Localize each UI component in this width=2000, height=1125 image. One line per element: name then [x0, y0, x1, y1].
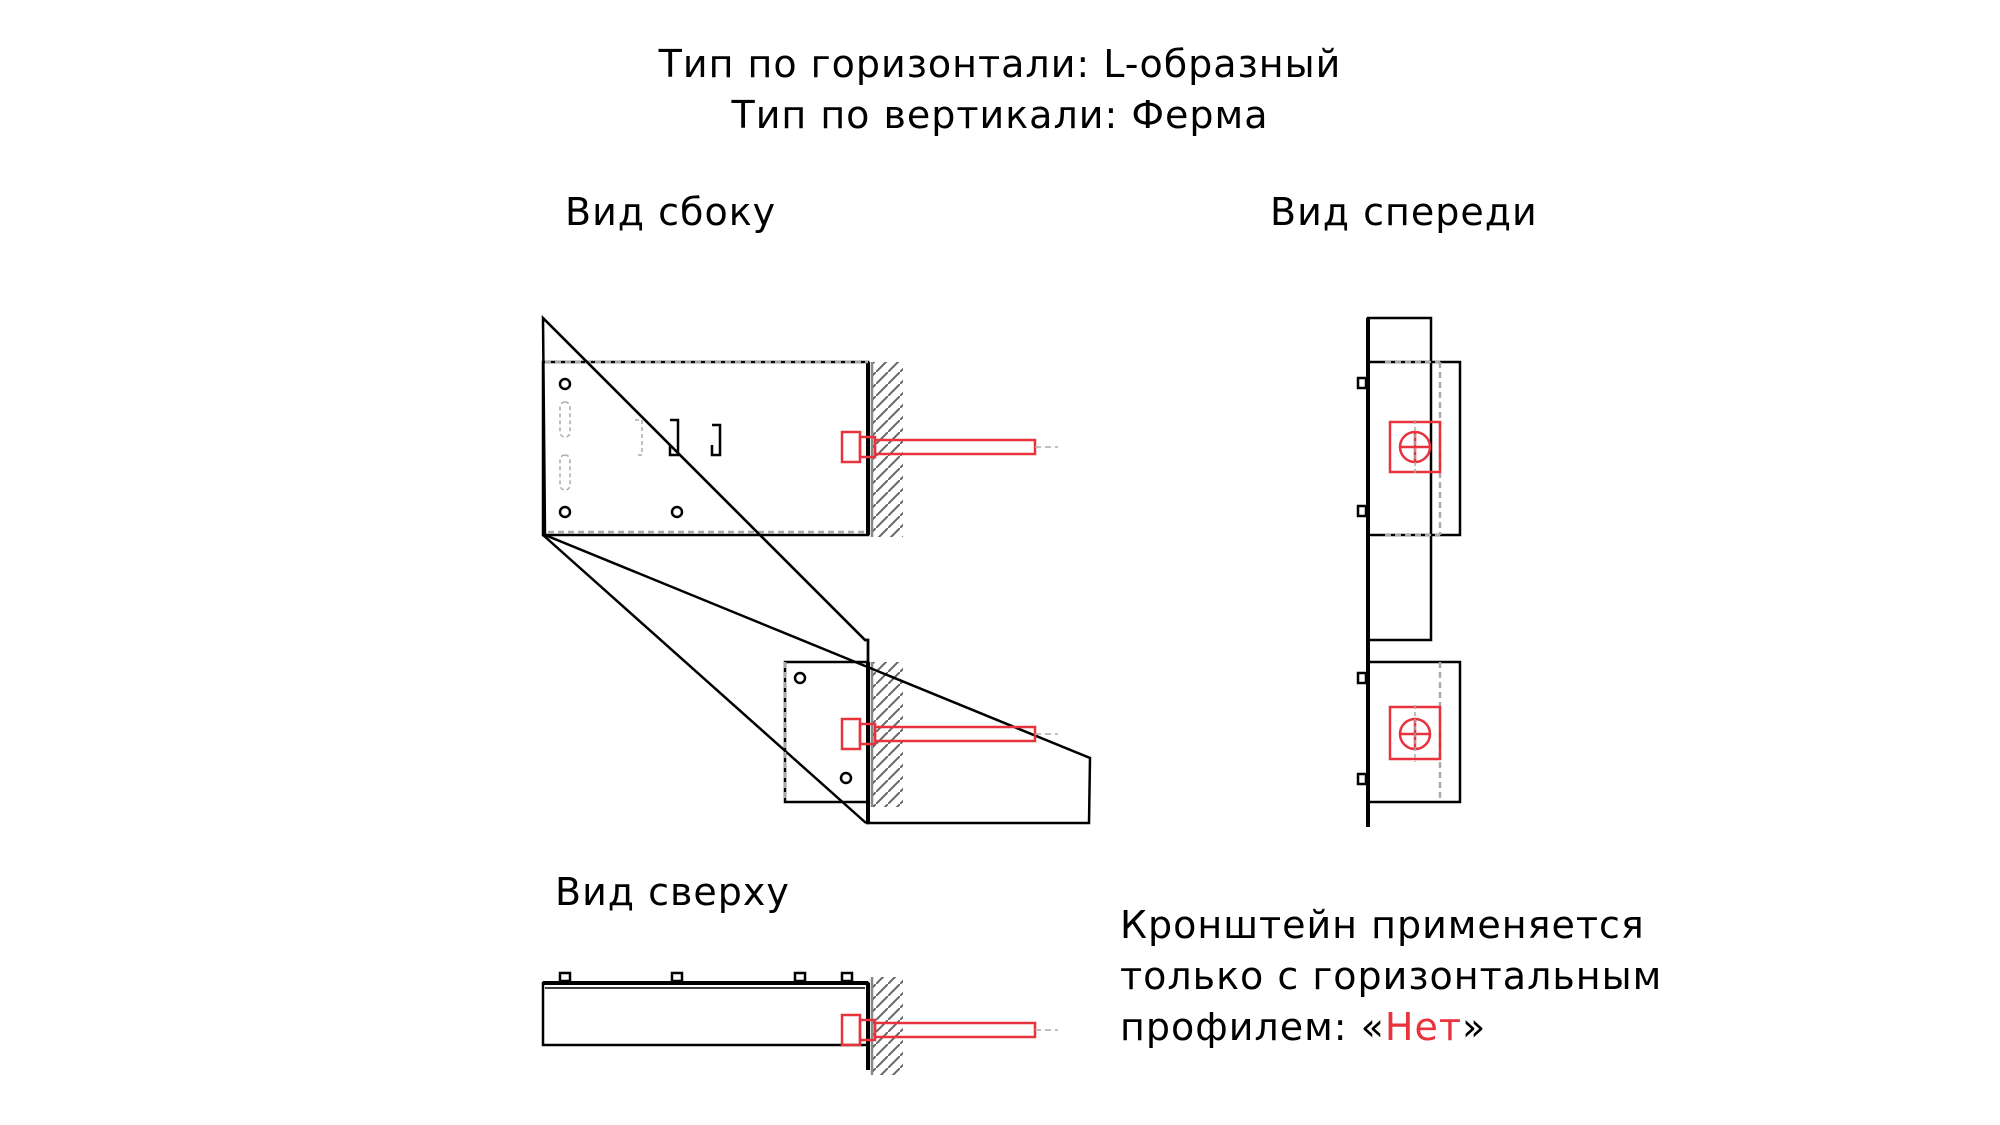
top-view-anchor — [840, 1013, 1058, 1047]
side-view-label: Вид сбоку — [565, 190, 777, 234]
note-prefix: профилем: « — [1120, 1005, 1385, 1049]
top-view-label: Вид сверху — [555, 870, 790, 914]
note-line-3: профилем: «Нет» — [1120, 1002, 1662, 1053]
note-line-1: Кронштейн применяется — [1120, 903, 1645, 947]
note-value-no: Нет — [1384, 1005, 1462, 1049]
front-view-anchors — [1388, 420, 1442, 762]
side-view-anchors — [840, 430, 1058, 751]
front-view-label: Вид спереди — [1270, 190, 1538, 234]
side-view-drawing — [541, 314, 1092, 825]
note-suffix: » — [1461, 1005, 1487, 1049]
title-horizontal-type: Тип по горизонтали: L-образный — [658, 42, 1342, 86]
title-vertical-type: Тип по вертикали: Ферма — [731, 93, 1269, 137]
bracket-note: Кронштейн применяется только с горизонта… — [1120, 900, 1662, 1053]
top-view-drawing — [541, 971, 903, 1075]
note-line-2: только с горизонтальным — [1120, 954, 1663, 998]
front-view-drawing — [1356, 316, 1462, 827]
